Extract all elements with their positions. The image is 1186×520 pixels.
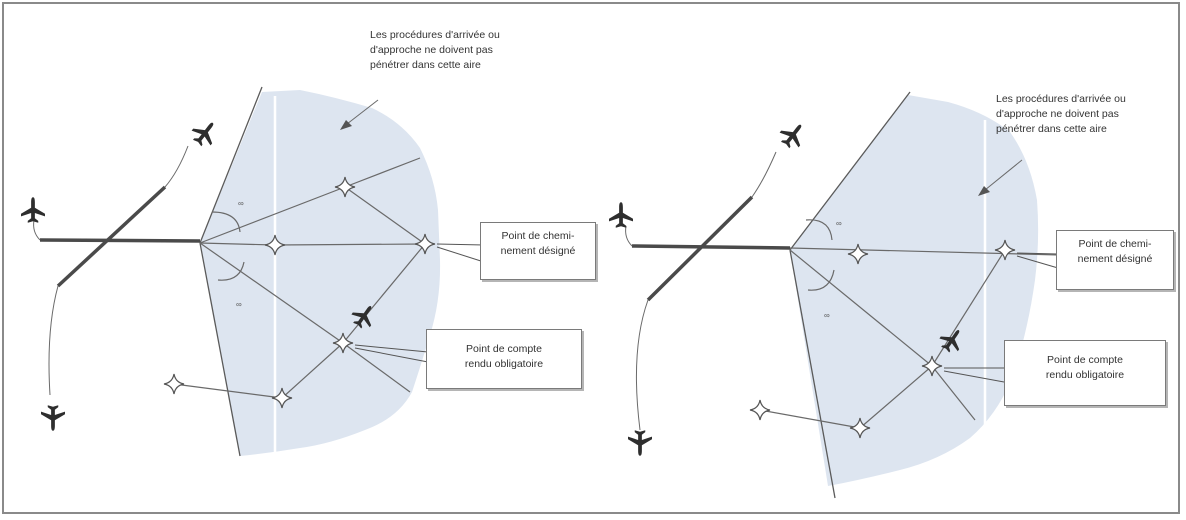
left-waypoint-leader [436,246,485,263]
note-line: Les procédures d'arrivée ou [370,29,500,41]
right-area-boundary-lower [789,249,836,499]
left-waypoint-label: Point de chemi- nement désigné [480,222,596,280]
right-panel: ∞ ∞ [609,91,1061,499]
left-route-line [173,383,283,399]
left-aircraft-left [21,197,45,223]
left-panel: ∞ ∞ [21,86,485,457]
left-restricted-area-note: Les procédures d'arrivée ou d'approche n… [370,28,500,73]
right-departure-track-upper [751,151,777,198]
right-waypoint-leader [1016,252,1059,255]
left-route-line [199,242,344,344]
left-restricted-area [200,90,441,456]
right-aircraft-left [609,202,633,228]
left-route-line [344,186,426,245]
label-line: rendu obligatoire [1045,369,1125,381]
left-aircraft-bottom [41,405,65,431]
note-line: pénétrer dans cette aire [996,123,1107,135]
right-departure-track-lower [635,299,649,431]
left-aircraft-upper [187,115,223,151]
note-line: Les procédures d'arrivée ou [996,93,1126,105]
left-runway-diagonal [56,185,167,288]
left-route-line [274,243,426,246]
note-line: d'approche ne doivent pas [996,108,1119,120]
left-departure-track-upper [164,145,189,188]
right-aircraft-bottom [628,430,652,456]
right-route-line [931,365,976,421]
left-route-line [199,242,276,246]
left-reporting-label: Point de compte rendu obligatoire [426,329,582,389]
right-restricted-area [790,95,1039,486]
left-arrival-track [33,219,41,241]
left-route-line [342,243,426,344]
left-route-line [281,342,344,399]
right-waypoint-fix [749,399,771,421]
right-route-line [789,249,933,367]
left-reporting-leader [354,347,429,363]
left-waypoint-leader [436,243,485,246]
left-area-boundary-lower [199,242,241,457]
note-line: pénétrer dans cette aire [370,59,481,71]
figure-frame [2,2,1180,514]
left-area-boundary-upper [199,86,263,244]
left-waypoint-fix [163,373,185,395]
right-runway-diagonal [646,195,754,302]
right-route-line [759,409,861,429]
label-line: Point de compte [466,343,542,355]
svg-text:∞: ∞ [238,199,244,208]
right-arrival-track [625,225,633,247]
left-arrow-shaft [346,99,379,125]
label-line: rendu obligatoire [464,358,544,370]
left-departure-track-lower [48,285,59,396]
left-angle-arc-upper [211,211,241,233]
right-waypoint-leader [1016,255,1059,269]
right-runway-main [631,244,791,250]
svg-text:∞: ∞ [836,219,842,228]
left-route-line [199,186,346,244]
left-reporting-leader [354,344,429,353]
svg-text:∞: ∞ [236,300,242,309]
right-arrow-head [978,186,990,196]
right-reporting-label: Point de compte rendu obligatoire [1004,340,1166,406]
note-line: d'approche ne doivent pas [370,44,493,56]
right-angle-arc-lower [807,269,835,291]
label-line: Point de compte [1047,354,1123,366]
right-reporting-leader [943,370,1005,383]
right-route-line [859,365,933,429]
left-arrow-head [340,120,352,130]
left-angle-arc-lower [217,261,245,281]
label-line: Point de chemi- [501,230,575,242]
left-runway-main [39,238,201,243]
right-angle-arc-upper [805,219,833,241]
label-line: nement désigné [500,245,576,257]
right-arrow-shaft [984,159,1023,191]
label-line: nement désigné [1077,253,1153,265]
right-waypoint-label: Point de chemi- nement désigné [1056,230,1174,290]
right-aircraft-upper [775,117,811,153]
right-restricted-area-note: Les procédures d'arrivée ou d'approche n… [996,92,1126,137]
left-route-line [342,342,411,393]
right-area-boundary-upper [789,91,911,251]
label-line: Point de chemi- [1078,238,1152,250]
svg-text:∞: ∞ [824,311,830,320]
left-route-line [344,157,421,188]
right-route-line [789,247,1061,256]
